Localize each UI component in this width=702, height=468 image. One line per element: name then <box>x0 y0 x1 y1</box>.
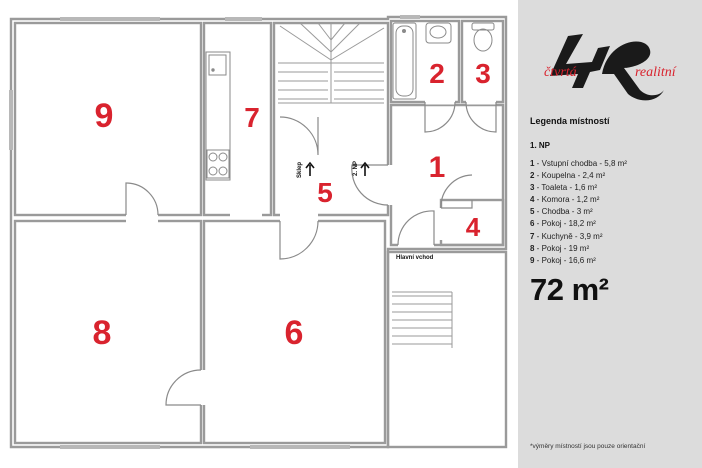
legend-item: 9 - Pokoj - 16,6 m² <box>530 255 596 265</box>
brand-logo: čtvrtá realitní <box>544 34 677 101</box>
logo-mark-r-icon <box>602 41 664 101</box>
closet-label: Sklep <box>297 162 303 178</box>
legend-item: 5 - Chodba - 3 m² <box>530 207 593 217</box>
legend-item-number: 2 <box>530 171 535 181</box>
legend-item-number: 4 <box>530 195 535 205</box>
legend-item-text: Pokoj - 16,6 m² <box>541 255 596 265</box>
up-arrow-icon <box>305 161 315 176</box>
brand-word-left: čtvrtá <box>544 65 577 80</box>
legend-item: 8 - Pokoj - 19 m² <box>530 243 590 253</box>
legend-item-text: Pokoj - 18,2 m² <box>541 219 596 229</box>
kitchen-fixtures <box>205 51 231 181</box>
upper-floor-label: 2. NP <box>353 161 359 176</box>
legend-item: 2 - Koupelna - 2,4 m² <box>530 171 606 181</box>
room-label-7: 7 <box>244 102 260 133</box>
room-label-6: 6 <box>285 314 304 352</box>
legend-item: 7 - Kuchyně - 3,9 m² <box>530 231 603 241</box>
area-footnote: *výměry místností jsou pouze orientační <box>530 443 646 450</box>
room-label-2: 2 <box>429 58 445 89</box>
room-label-5: 5 <box>317 177 333 208</box>
legend-item: 6 - Pokoj - 18,2 m² <box>530 219 596 229</box>
room-label-8: 8 <box>93 314 112 352</box>
legend-item: 3 - Toaleta - 1,6 m² <box>530 183 597 193</box>
door-openings <box>126 99 496 405</box>
total-area: 72 m² <box>530 272 609 307</box>
windows <box>9 15 420 449</box>
up-arrow-icon <box>360 161 370 176</box>
legend-list: 1 - Vstupní chodba - 5,8 m² 2 - Koupelna… <box>530 158 627 267</box>
legend-item-number: 8 <box>530 243 535 253</box>
logo-mark-4-icon <box>550 34 610 88</box>
legend-title: Legenda místností <box>530 116 610 126</box>
room-label-9: 9 <box>95 97 114 135</box>
room-label-3: 3 <box>475 58 491 89</box>
legend-item: 1 - Vstupní chodba - 5,8 m² <box>530 159 627 168</box>
staircase <box>278 22 385 104</box>
legend-item-number: 1 <box>530 159 535 168</box>
floor-plan: 9 7 5 1 2 3 4 8 6 Hlavní vchod Sklep 2. … <box>9 15 508 449</box>
legend-item-number: 6 <box>530 219 535 229</box>
room-label-1: 1 <box>429 151 446 184</box>
legend-item-text: Toaleta - 1,6 m² <box>541 183 597 193</box>
room-label-4: 4 <box>466 212 481 242</box>
legend-item-text: Komora - 1,2 m² <box>541 195 600 205</box>
legend-panel: čtvrtá realitní Legenda místností 1. NP … <box>518 0 702 468</box>
legend-item-number: 3 <box>530 183 535 193</box>
legend-item-number: 5 <box>530 207 535 217</box>
legend-item-number: 9 <box>530 255 535 265</box>
legend-item-number: 7 <box>530 231 535 241</box>
legend-item-text: Pokoj - 19 m² <box>541 243 590 253</box>
entrance-steps <box>392 291 453 348</box>
legend-floor: 1. NP <box>530 141 551 150</box>
legend-item-text: Koupelna - 2,4 m² <box>541 171 606 181</box>
legend-item-text: Kuchyně - 3,9 m² <box>541 231 603 241</box>
legend-item-text: Chodba - 3 m² <box>541 207 593 217</box>
brand-word-right: realitní <box>635 65 677 80</box>
door-swings <box>125 101 497 406</box>
bathroom-fixtures <box>392 22 495 100</box>
legend-item: 4 - Komora - 1,2 m² <box>530 195 600 205</box>
main-entrance-label: Hlavní vchod <box>396 255 434 261</box>
legend-item-text: Vstupní chodba - 5,8 m² <box>541 159 627 168</box>
